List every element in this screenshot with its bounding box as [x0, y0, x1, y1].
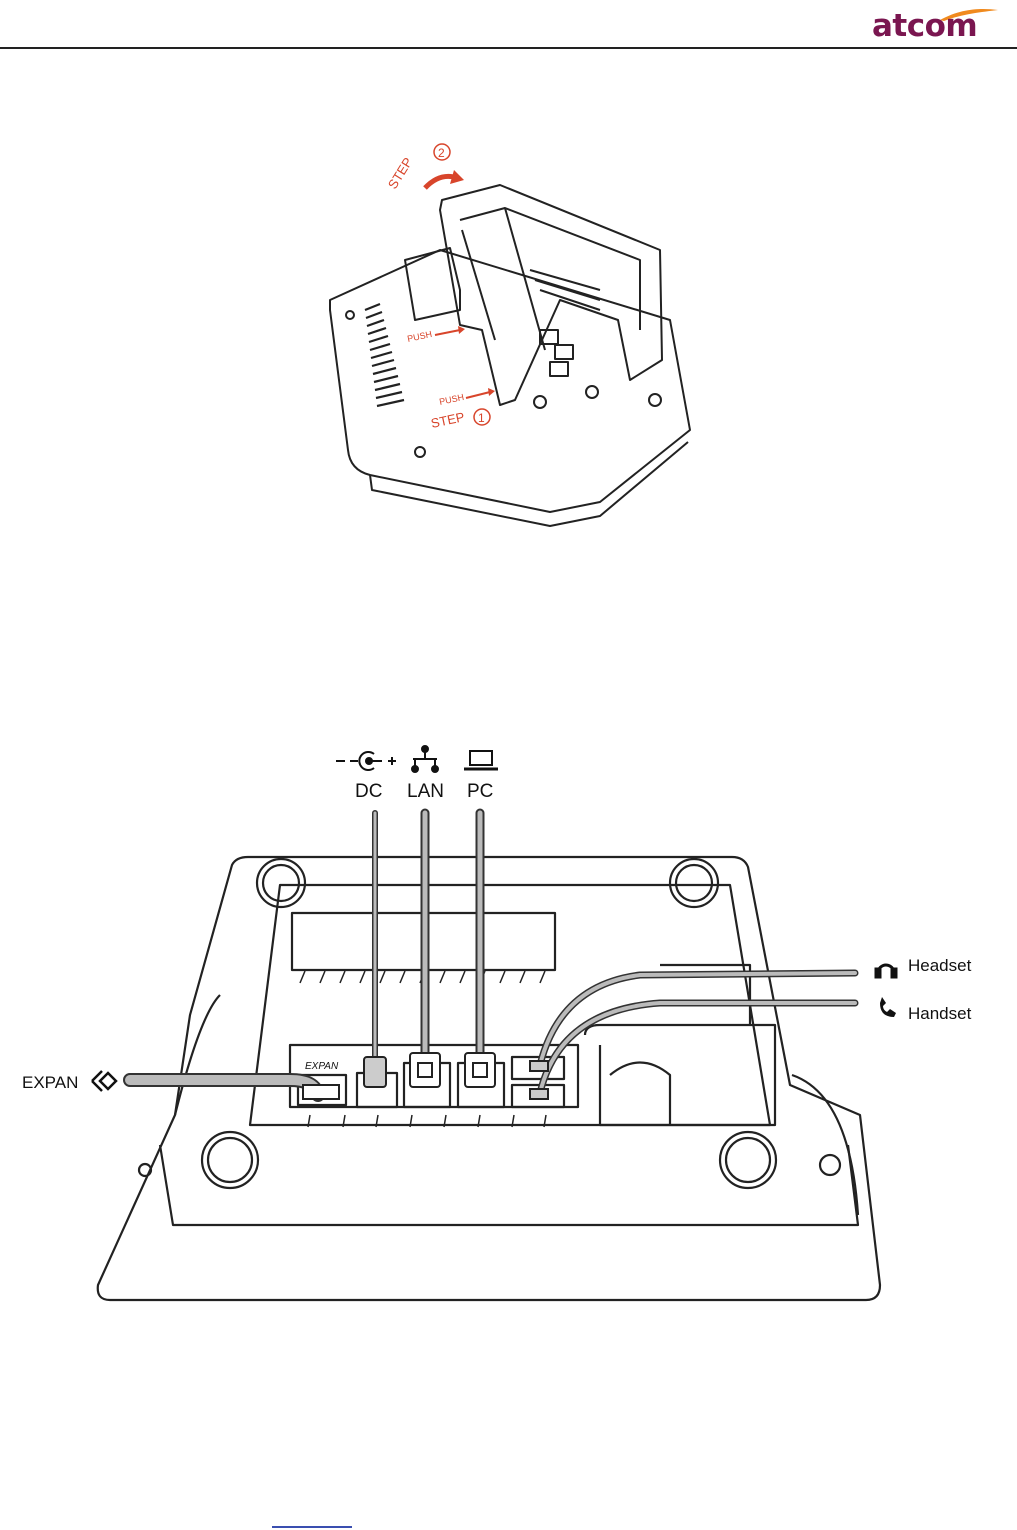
lan-label: LAN — [407, 781, 444, 802]
step1-label: STEP — [430, 409, 466, 431]
vent-slats — [365, 304, 404, 406]
step2-number: 2 — [438, 146, 445, 160]
handset-icon — [880, 997, 896, 1017]
handset-cable — [540, 1003, 855, 1093]
expan-label: EXPAN — [22, 1073, 78, 1092]
handset-label: Handset — [908, 1004, 972, 1023]
pc-port-legend: PC — [464, 751, 498, 802]
pc-label: PC — [467, 781, 493, 802]
laptop-icon — [464, 751, 498, 769]
atcom-logo: atcom — [872, 6, 1000, 44]
header-rule — [0, 47, 1017, 49]
step1-number: 1 — [478, 411, 485, 425]
push-label-lower: PUSH — [438, 392, 465, 407]
dc-label: DC — [355, 781, 382, 802]
push-label-upper: PUSH — [406, 329, 433, 344]
lan-port-legend: LAN — [407, 746, 444, 802]
handset-legend: Handset — [880, 997, 972, 1023]
dc-power-icon — [336, 752, 396, 770]
expan-port-label: EXPAN — [305, 1061, 339, 1072]
headset-icon — [876, 965, 896, 977]
port-connection-figure: EXPAN DC LAN PC — [0, 735, 1017, 1310]
footer-link-underline[interactable] — [272, 1526, 352, 1528]
expan-legend: EXPAN — [22, 1071, 116, 1092]
headset-label: Headset — [908, 956, 972, 975]
dc-port-legend: DC — [336, 752, 396, 802]
headset-cable — [540, 973, 855, 1065]
expan-icon — [92, 1071, 116, 1091]
headset-legend: Headset — [876, 956, 972, 977]
step2-label: STEP — [385, 155, 416, 192]
phone-base-plate — [330, 250, 690, 512]
logo-text: atcom — [872, 8, 977, 44]
network-icon — [412, 746, 438, 772]
stand-installation-figure: STEP 2 PUSH PUSH STEP 1 — [300, 130, 720, 530]
